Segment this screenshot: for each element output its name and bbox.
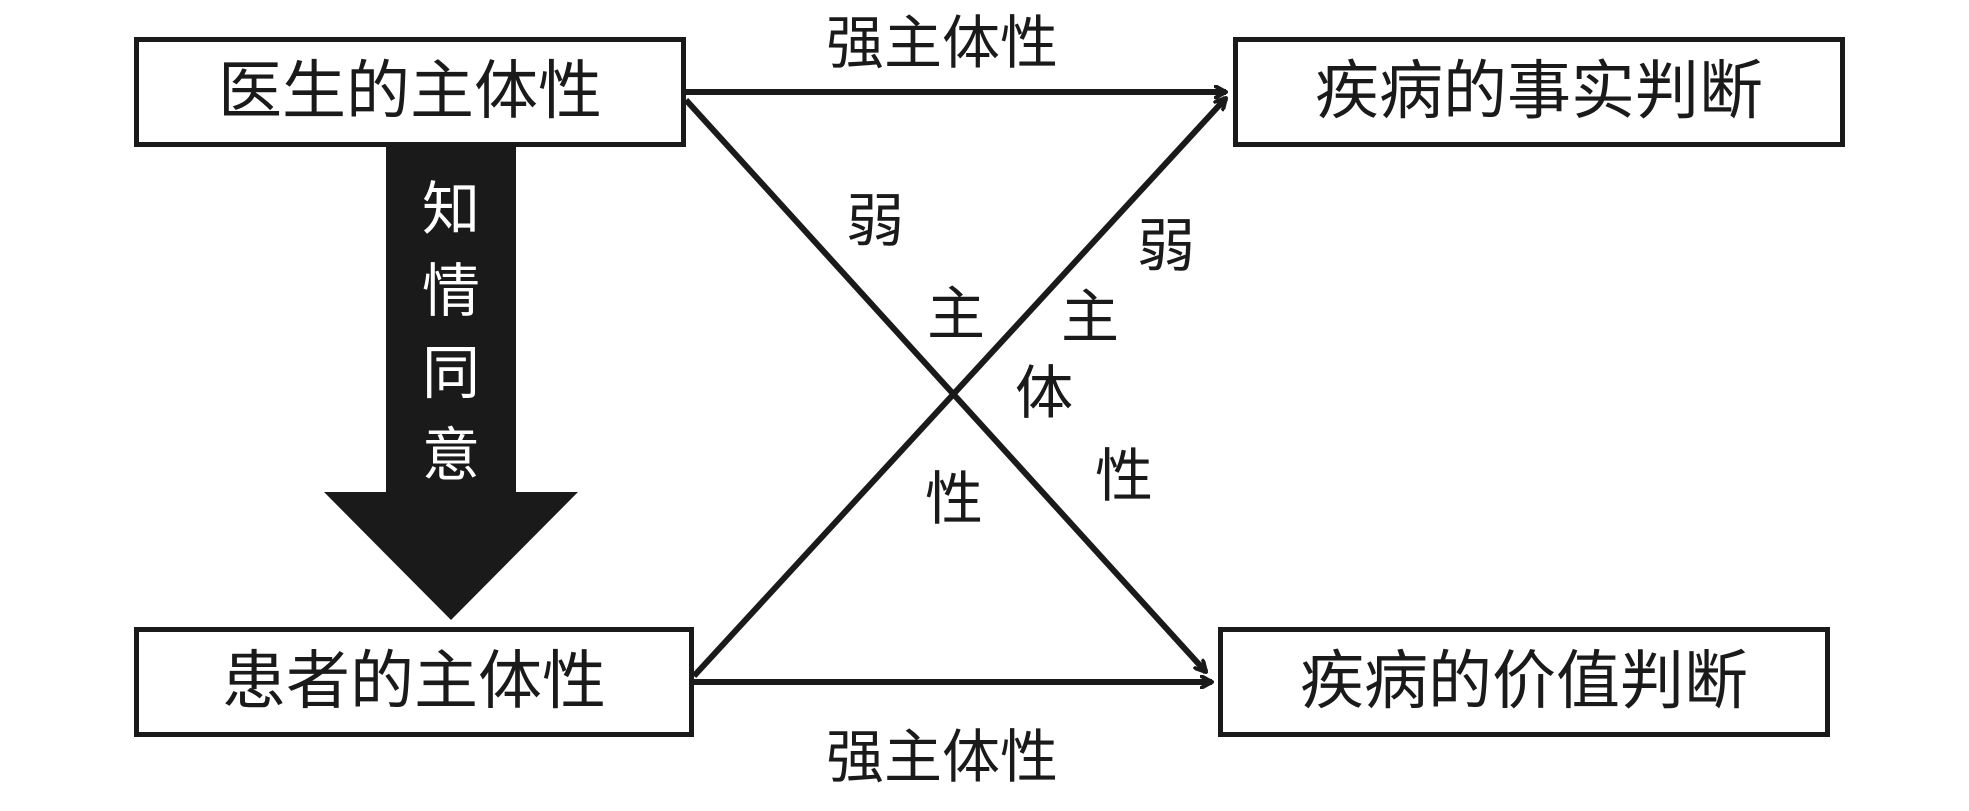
consent-char-4: 意 [421,421,480,489]
informed-consent-arrow [324,145,578,620]
consent-char-1: 知 [421,175,480,243]
node-doctor-subjectivity: 医生的主体性 [134,37,686,147]
node-value-label: 疾病的价值判断 [1300,645,1748,719]
arrow-patient-to-fact [691,95,1229,679]
weak-left-char-3: 体 [1014,359,1073,427]
node-fact-label: 疾病的事实判断 [1315,55,1763,129]
node-patient-label: 患者的主体性 [222,645,606,719]
weak-right-char-4: 性 [1094,442,1153,510]
weak-left-char-4: 性 [924,465,983,533]
node-fact-judgment: 疾病的事实判断 [1233,37,1845,147]
label-strong-subjectivity-bottom: 强主体性 [826,723,1059,791]
node-patient-subjectivity: 患者的主体性 [134,627,694,737]
weak-right-char-2: 主 [1060,283,1119,351]
label-strong-subjectivity-top: 强主体性 [826,9,1059,77]
consent-char-2: 情 [421,257,480,325]
weak-right-char-1: 弱 [1136,212,1195,280]
arrow-doctor-to-value [683,97,1209,675]
weak-left-char-1: 弱 [845,187,904,255]
consent-char-3: 同 [421,339,480,407]
node-doctor-label: 医生的主体性 [218,55,602,129]
weak-right-char-3: 体 [1014,359,1073,427]
weak-left-char-2: 主 [926,280,985,348]
node-value-judgment: 疾病的价值判断 [1218,627,1830,737]
